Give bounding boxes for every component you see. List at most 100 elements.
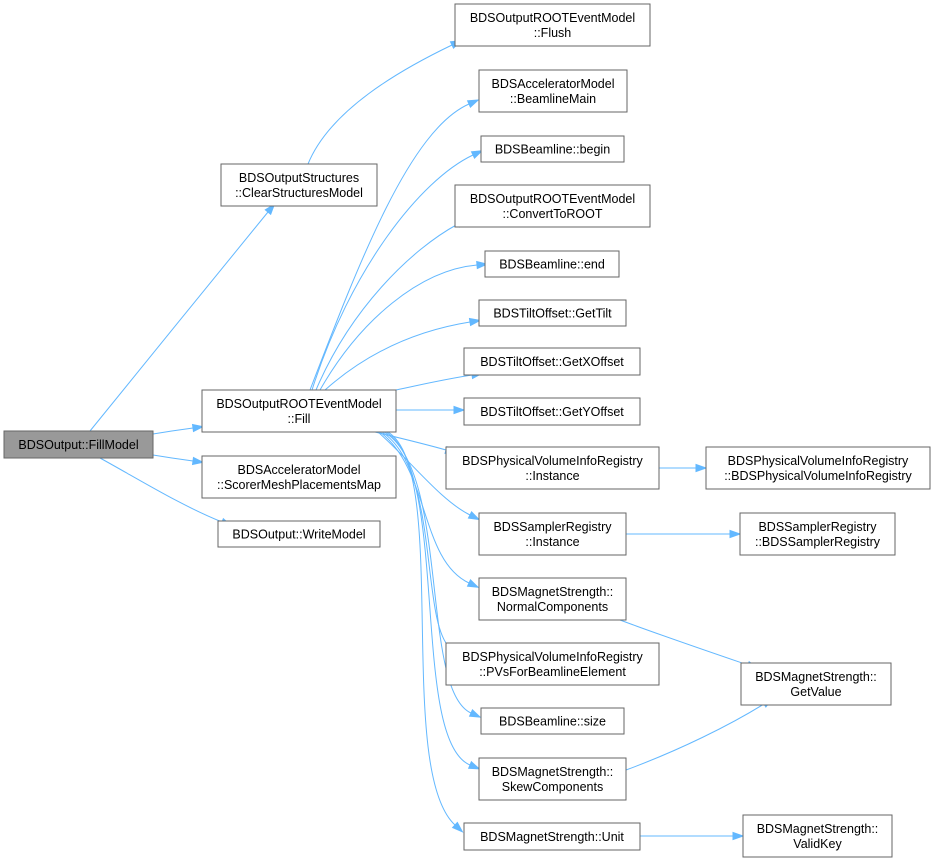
node-converttoroot[interactable]: BDSOutputROOTEventModel::ConvertToROOT [454,184,651,228]
node-box [3,430,154,459]
arrowhead [470,150,484,160]
edge-root-to-scorer [152,454,205,466]
arrowhead [451,821,464,833]
node-label: BDSOutputROOTEventModel [470,192,635,206]
node-label: ::BDSSamplerRegistry [755,535,881,549]
node-label: GetValue [790,685,841,699]
node-box [220,163,378,207]
arrowhead [695,463,708,473]
node-label: BDSTiltOffset::GetXOffset [480,355,624,369]
arrowhead [453,405,466,415]
node-label: ::ScorerMeshPlacementsMap [217,478,381,492]
node-box [705,446,931,490]
arrowhead [732,831,745,841]
node-scorer[interactable]: BDSAcceleratorModel::ScorerMeshPlacement… [201,455,397,499]
node-label: BDSAcceleratorModel [492,77,615,91]
node-box [217,520,381,548]
arrowhead [191,456,205,466]
node-write[interactable]: BDSOutput::WriteModel [217,520,381,548]
edge-unit-to-validkey [640,831,745,841]
edge-fill-to-end [319,260,489,391]
edge-fill-to-begin [311,150,484,391]
edge-samplerinstance-to-samplerctor [625,529,742,539]
node-label: ::ConvertToROOT [502,207,602,221]
node-flush[interactable]: BDSOutputROOTEventModel::Flush [454,3,651,47]
node-label: BDSSamplerRegistry [758,520,877,534]
node-box [201,389,397,433]
node-pvinstance[interactable]: BDSPhysicalVolumeInfoRegistry::Instance [445,446,660,490]
node-skew[interactable]: BDSMagnetStrength::SkewComponents [478,757,627,801]
node-label: ::Fill [288,412,311,426]
node-fill[interactable]: BDSOutputROOTEventModel::Fill [201,389,397,433]
node-label: ValidKey [793,837,842,851]
node-getxoffset[interactable]: BDSTiltOffset::GetXOffset [463,347,641,376]
node-label: NormalComponents [497,600,608,614]
node-label: BDSTiltOffset::GetTilt [493,307,612,321]
node-label: ::PVsForBeamlineElement [479,665,626,679]
node-label: BDSBeamline::size [499,715,606,729]
edge-skew-to-getvalue [625,697,774,771]
arrowhead [466,99,480,109]
node-root[interactable]: BDSOutput::FillModel [3,430,154,459]
node-label: BDSOutputROOTEventModel [216,397,381,411]
node-label: BDSOutputStructures [239,171,359,185]
node-pvctor[interactable]: BDSPhysicalVolumeInfoRegistry::BDSPhysic… [705,446,931,490]
node-box [478,577,627,621]
node-normal[interactable]: BDSMagnetStrength::NormalComponents [478,577,627,621]
edge-fill-to-samplerinstance [377,431,481,521]
node-end[interactable]: BDSBeamline::end [484,250,620,278]
nodes-layer: BDSOutput::FillModel BDSOutputStructures:… [3,3,931,858]
node-pvsfor[interactable]: BDSPhysicalVolumeInfoRegistry::PVsForBea… [445,642,660,686]
node-label: ::Instance [525,469,579,483]
node-box [478,299,627,327]
node-clear[interactable]: BDSOutputStructures::ClearStructuresMode… [220,163,378,207]
node-label: BDSMagnetStrength:: [492,765,614,779]
node-validkey[interactable]: BDSMagnetStrength::ValidKey [742,814,893,858]
arrowhead [467,511,481,521]
arrowhead [468,708,482,718]
edge-fill-to-unit [387,431,464,833]
node-box [478,512,627,556]
node-begin[interactable]: BDSBeamline::begin [480,135,625,163]
node-box [445,446,660,490]
node-label: BDSMagnetStrength:: [755,670,877,684]
node-label: BDSBeamline::begin [495,143,610,157]
node-label: BDSSamplerRegistry [493,520,612,534]
edge-fill-to-converttoroot [315,218,469,391]
node-box [478,69,628,113]
node-box [445,642,660,686]
arrowhead [466,578,480,588]
node-box [742,814,893,858]
edge-clear-to-flush [307,40,463,165]
node-label: SkewComponents [502,780,603,794]
node-box [480,707,625,735]
node-box [484,250,620,278]
node-label: ::Instance [525,535,579,549]
arrowhead [468,317,482,327]
node-gettilt[interactable]: BDSTiltOffset::GetTilt [478,299,627,327]
node-unit[interactable]: BDSMagnetStrength::Unit [463,822,641,851]
node-getyoffset[interactable]: BDSTiltOffset::GetYOffset [463,397,641,426]
node-label: BDSMagnetStrength::Unit [480,830,624,844]
arrowhead [191,423,205,433]
node-size[interactable]: BDSBeamline::size [480,707,625,735]
node-samplerinstance[interactable]: BDSSamplerRegistry::Instance [478,512,627,556]
node-box [454,3,651,47]
node-label: BDSMagnetStrength:: [757,822,879,836]
edge-fill-to-normal [379,431,480,588]
node-getvalue[interactable]: BDSMagnetStrength::GetValue [740,662,892,706]
node-box [740,662,892,706]
node-label: BDSPhysicalVolumeInfoRegistry [728,454,909,468]
edge-pvinstance-to-pvctor [659,463,708,473]
node-label: BDSPhysicalVolumeInfoRegistry [462,454,643,468]
node-beamlinemain[interactable]: BDSAcceleratorModel::BeamlineMain [478,69,628,113]
node-box [739,512,896,556]
edges-layer [89,40,774,841]
arrowhead [264,203,276,216]
node-label: ::BeamlineMain [510,92,596,106]
node-label: ::ClearStructuresModel [235,186,363,200]
node-samplerctor[interactable]: BDSSamplerRegistry::BDSSamplerRegistry [739,512,896,556]
node-box [463,822,641,851]
edge-fill-to-gettilt [324,317,482,391]
